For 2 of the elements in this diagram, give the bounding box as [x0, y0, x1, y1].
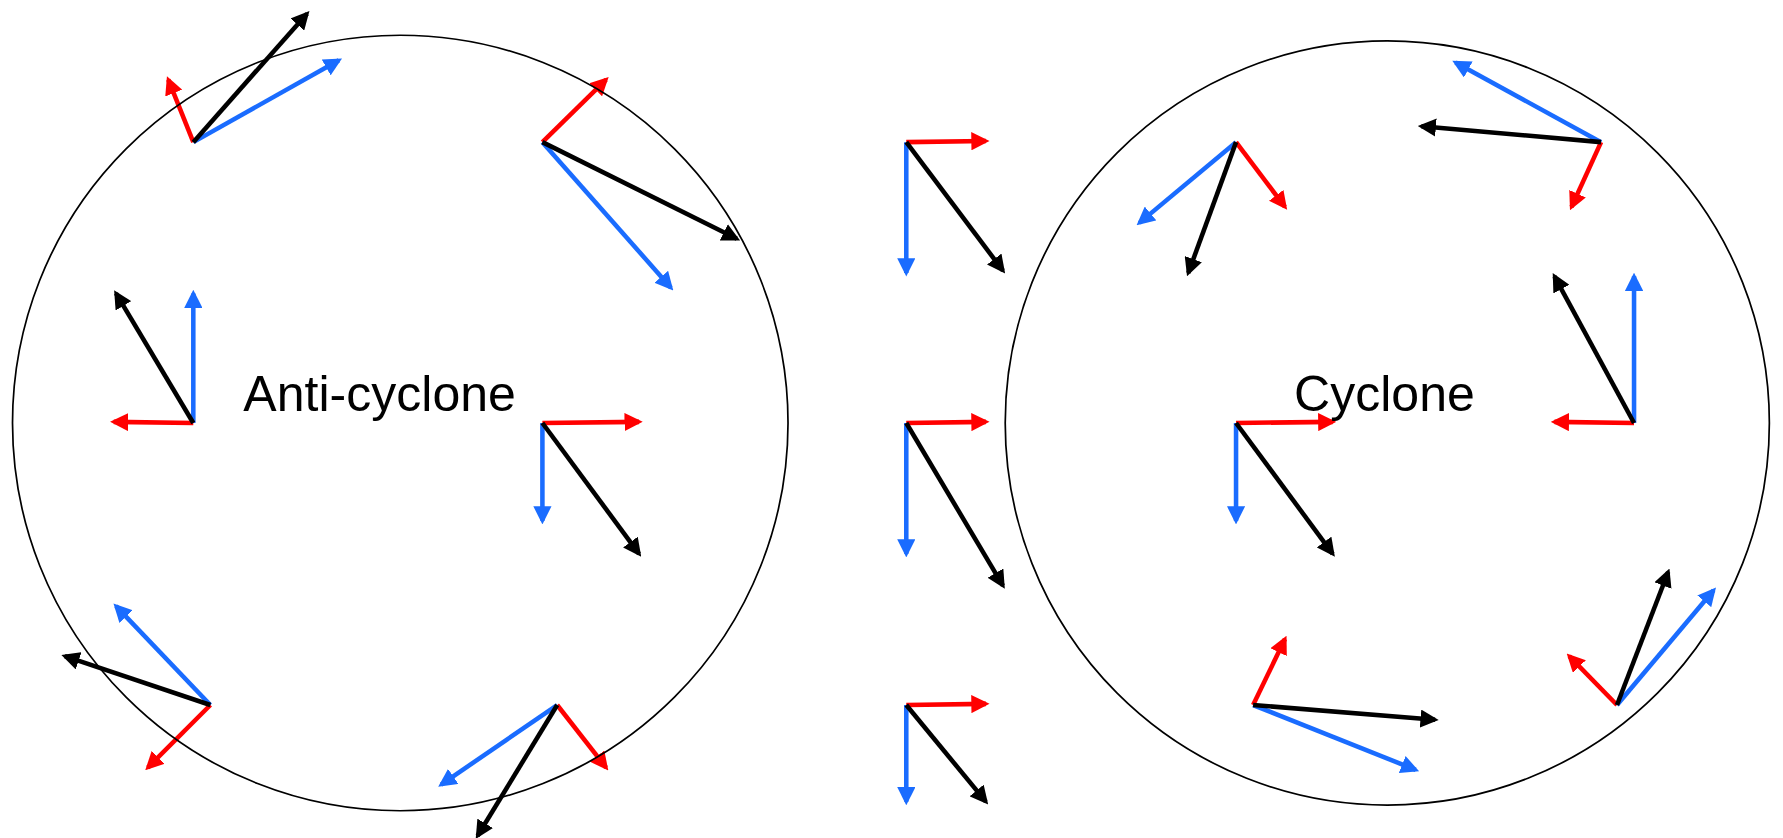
region-label: Cyclone: [1294, 368, 1475, 419]
region-label: Anti-cyclone: [243, 368, 516, 419]
